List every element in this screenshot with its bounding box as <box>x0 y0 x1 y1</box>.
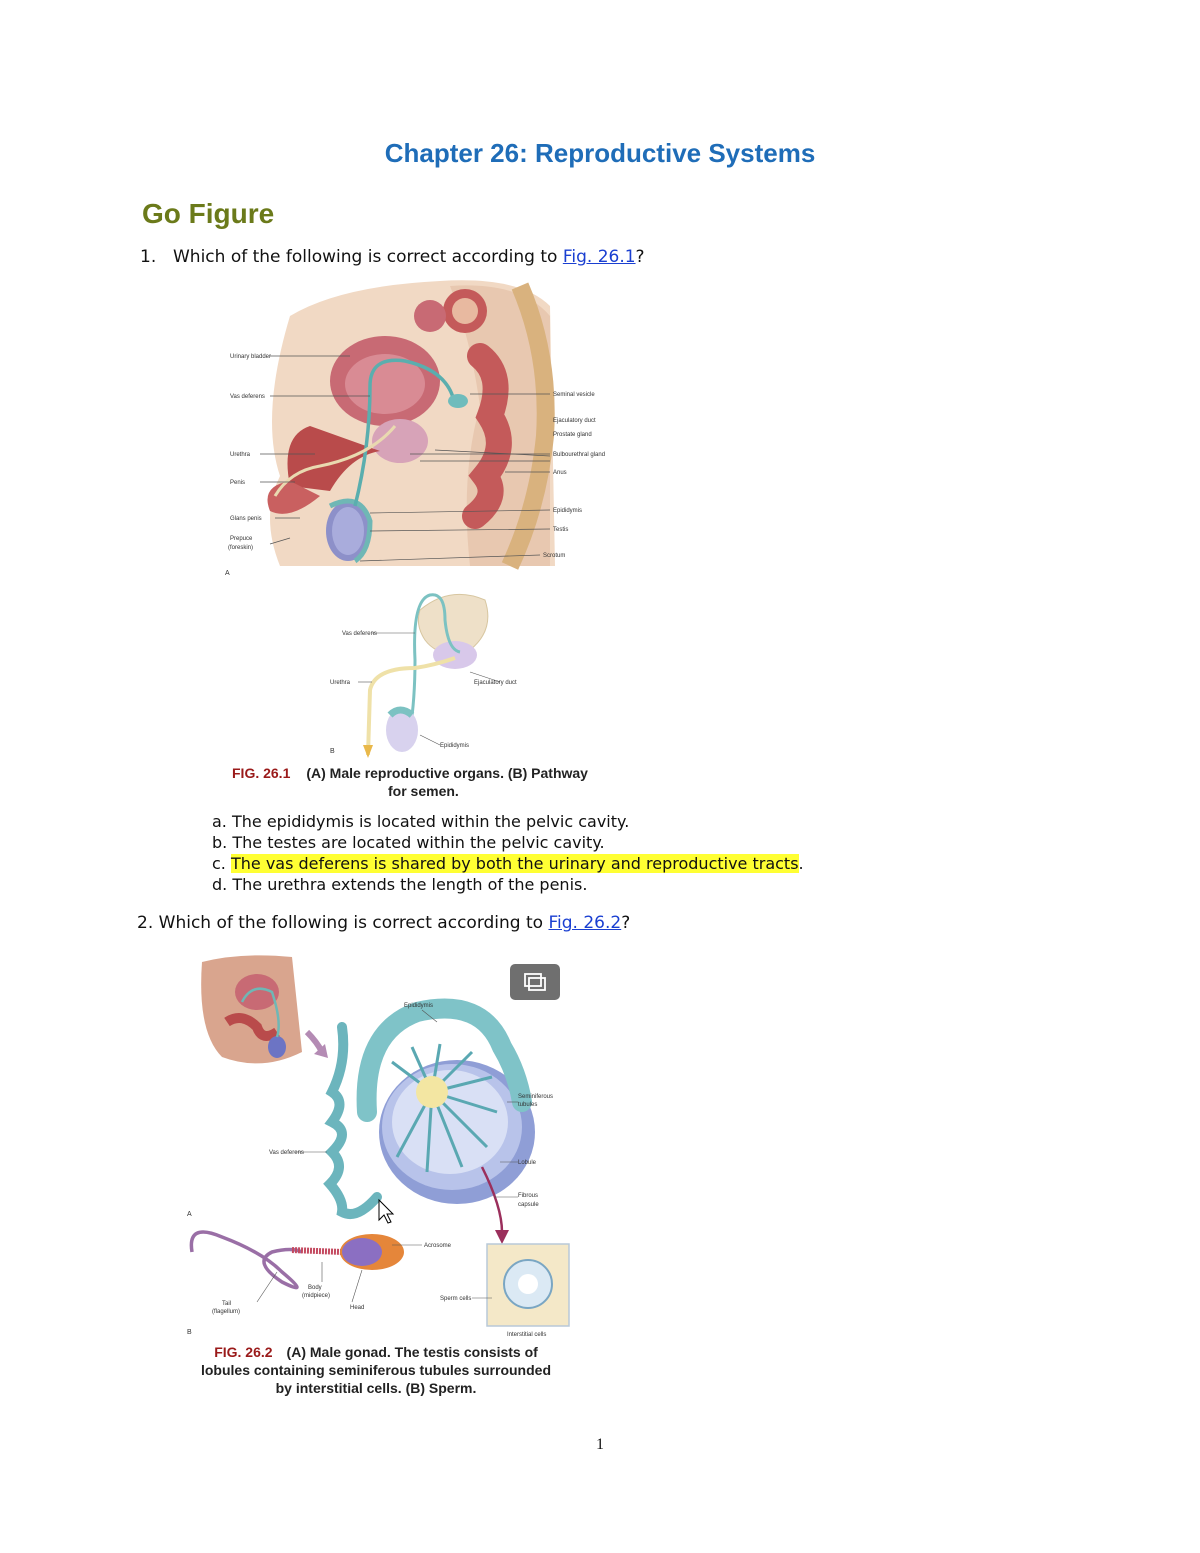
fig2-label-fibrous: Fibrous <box>518 1193 538 1199</box>
b-label-vas-deferens: Vas deferens <box>342 631 377 637</box>
fig2-caption-line3: by interstitial cells. (B) Sperm. <box>275 1380 477 1396</box>
question-1-mark: ? <box>635 247 645 267</box>
label-bulbourethral-gland: Bulbourethral gland <box>553 452 605 458</box>
fig2-label-lobule: Lobule <box>518 1160 537 1166</box>
label-penis: Penis <box>230 480 245 486</box>
option-b[interactable]: b. The testes are located within the pel… <box>212 832 605 853</box>
option-d[interactable]: d. The urethra extends the length of the… <box>212 874 587 895</box>
label-anus: Anus <box>553 470 567 476</box>
label-glans-penis: Glans penis <box>230 516 262 522</box>
figure-26-1-b: Vas deferens Urethra Ejaculatory duct Ep… <box>330 593 517 758</box>
fig2-label-flagellum: (flagellum) <box>212 1309 240 1315</box>
question-2-number: 2. <box>137 913 154 933</box>
option-b-letter: b. <box>212 833 228 852</box>
option-a-text: The epididymis is located within the pel… <box>231 812 630 831</box>
fig2-label-interstitial-cells: Interstitial cells <box>507 1332 546 1338</box>
fig2-label-head: Head <box>350 1305 364 1311</box>
fig2-label-body: Body <box>308 1285 322 1291</box>
option-a[interactable]: a. The epididymis is located within the … <box>212 811 629 832</box>
label-urethra: Urethra <box>230 452 251 458</box>
figure-26-2: Epididymis Seminiferous tubules Lobule F… <box>187 955 570 1338</box>
option-c-text-highlighted: The vas deferens is shared by both the u… <box>230 854 799 873</box>
fig1-caption-line1: (A) Male reproductive organs. (B) Pathwa… <box>306 765 588 781</box>
fig2-label-tail: Tail <box>222 1301 231 1307</box>
question-1-text: Which of the following is correct accord… <box>173 247 563 267</box>
label-vas-deferens: Vas deferens <box>230 394 265 400</box>
question-1-number: 1. <box>140 247 157 267</box>
mouse-cursor-icon <box>378 1198 395 1224</box>
label-ejaculatory-duct: Ejaculatory duct <box>553 418 596 424</box>
fig1-caption-line2: for semen. <box>388 783 459 799</box>
fig2-panel-b-label: B <box>187 1329 192 1336</box>
fig2-label-tubules: tubules <box>518 1102 537 1108</box>
figure-26-1-a: Urinary bladder Vas deferens Urethra Pen… <box>225 280 605 577</box>
label-prostate-gland: Prostate gland <box>553 432 592 438</box>
option-c[interactable]: c. The vas deferens is shared by both th… <box>212 853 804 874</box>
fig2-label-acrosome: Acrosome <box>424 1243 452 1249</box>
fig2-label-capsule: capsule <box>518 1202 539 1208</box>
figure-26-1-caption: FIG. 26.1 (A) Male reproductive organs. (… <box>232 764 632 800</box>
label-foreskin: (foreskin) <box>228 545 253 551</box>
document-title: Chapter 26: Reproductive Systems <box>384 138 816 168</box>
option-d-text: The urethra extends the length of the pe… <box>232 875 588 894</box>
option-d-letter: d. <box>212 875 228 894</box>
label-scrotum: Scrotum <box>543 553 565 559</box>
label-urinary-bladder: Urinary bladder <box>230 354 271 360</box>
b-label-urethra: Urethra <box>330 680 351 686</box>
b-label-epididymis: Epididymis <box>440 743 469 749</box>
fig1-panel-b-label: B <box>330 748 335 755</box>
question-2: 2. Which of the following is correct acc… <box>137 912 630 934</box>
option-c-letter: c. <box>212 854 226 873</box>
fig2-label-midpiece: (midpiece) <box>302 1293 330 1299</box>
fig2-label-seminiferous: Seminiferous <box>518 1094 553 1100</box>
option-b-text: The testes are located within the pelvic… <box>232 833 605 852</box>
option-c-period: . <box>798 854 804 873</box>
label-testis: Testis <box>553 527 568 533</box>
label-epididymis: Epididymis <box>553 508 582 514</box>
fig2-panel-a-label: A <box>187 1211 192 1218</box>
fig2-label-epididymis: Epididymis <box>404 1003 433 1009</box>
page-number: 1 <box>596 1436 604 1453</box>
fig1-panel-a-label: A <box>225 570 230 577</box>
label-seminal-vesicle: Seminal vesicle <box>553 392 595 398</box>
fig2-label-sperm-cells: Sperm cells <box>440 1296 471 1302</box>
expand-image-icon[interactable] <box>510 964 560 1000</box>
fig1-caption-label: FIG. 26.1 <box>232 765 291 781</box>
fig2-caption-line1: (A) Male gonad. The testis consists of <box>286 1344 538 1360</box>
question-2-mark: ? <box>621 913 631 933</box>
fig-26-1-link[interactable]: Fig. 26.1 <box>562 247 636 267</box>
question-2-text: Which of the following is correct accord… <box>158 913 549 933</box>
question-1: 1. Which of the following is correct acco… <box>140 246 645 268</box>
label-prepuce: Prepuce <box>230 536 253 542</box>
fig2-caption-line2: lobules containing seminiferous tubules … <box>200 1362 552 1378</box>
section-heading: Go Figure <box>142 198 275 229</box>
fig-26-2-link[interactable]: Fig. 26.2 <box>548 913 622 933</box>
option-a-letter: a. <box>212 812 227 831</box>
figure-26-2-caption: FIG. 26.2 (A) Male gonad. The testis cons… <box>186 1343 566 1397</box>
fig2-caption-label: FIG. 26.2 <box>214 1344 273 1360</box>
fig2-label-vas-deferens: Vas deferens <box>269 1150 304 1156</box>
b-label-ejaculatory-duct: Ejaculatory duct <box>474 680 517 686</box>
